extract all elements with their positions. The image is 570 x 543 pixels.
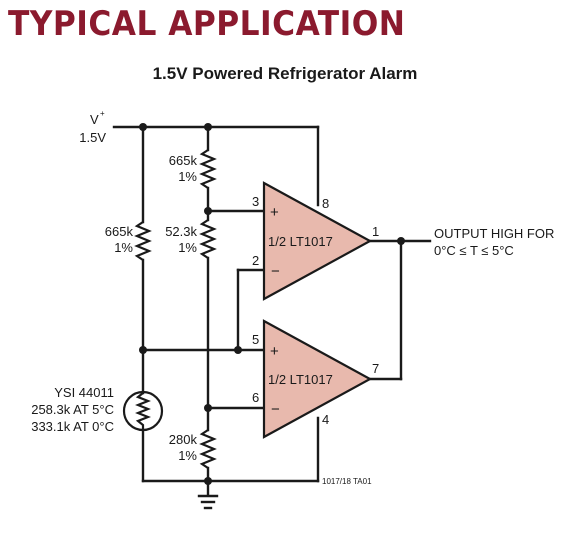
opamp-2-pin-6: 6 xyxy=(252,390,259,405)
opamp-2-pin-4: 4 xyxy=(322,412,329,427)
opamp-2-pin-7: 7 xyxy=(372,361,379,376)
junction-dots xyxy=(139,123,405,485)
opamp-2-label: 1/2 LT1017 xyxy=(268,372,333,387)
section-header: TYPICAL APPLICATION xyxy=(8,4,406,44)
left-branch-wire xyxy=(134,125,152,483)
opamp-1-plus-sign: + xyxy=(270,204,279,221)
output-wires xyxy=(368,239,432,381)
opamp-1-label: 1/2 LT1017 xyxy=(268,234,333,249)
circuit-title: 1.5V Powered Refrigerator Alarm xyxy=(152,64,418,83)
r-top-value: 665k xyxy=(169,153,198,168)
supply-superscript: + xyxy=(100,109,105,118)
resistor-665k-left xyxy=(134,221,152,261)
thermistor-symbol xyxy=(122,390,164,432)
r-bottom-tolerance: 1% xyxy=(178,448,197,463)
resistor-665k-top xyxy=(199,149,217,189)
figure-code: 1017/18 TA01 xyxy=(322,477,372,486)
opamp-1 xyxy=(262,181,373,301)
input-wires xyxy=(141,209,266,410)
ground-wire xyxy=(141,416,320,483)
r-left-value: 665k xyxy=(105,224,134,239)
middle-branch-wire xyxy=(199,125,217,497)
opamp-2-plus-sign: + xyxy=(270,343,279,360)
opamp-1-pin-1: 1 xyxy=(372,224,379,239)
output-label-line1: OUTPUT HIGH FOR xyxy=(434,226,554,241)
resistor-52k-mid xyxy=(199,219,217,259)
opamp-2-minus-sign: − xyxy=(271,401,280,418)
opamp-1-pin-8: 8 xyxy=(322,196,329,211)
output-label-line2: 0°C ≤ T ≤ 5°C xyxy=(434,243,514,258)
opamp-1-pin-2: 2 xyxy=(252,253,259,268)
r-mid-value: 52.3k xyxy=(165,224,197,239)
r-mid-tolerance: 1% xyxy=(178,240,197,255)
r-left-tolerance: 1% xyxy=(114,240,133,255)
r-bottom-value: 280k xyxy=(169,432,198,447)
opamp-2 xyxy=(262,319,373,439)
supply-symbol: V xyxy=(90,112,99,127)
opamp-2-pin-5: 5 xyxy=(252,332,259,347)
thermistor-spec-5c: 258.3k AT 5°C xyxy=(31,402,114,417)
r-top-tolerance: 1% xyxy=(178,169,197,184)
thermistor-spec-0c: 333.1k AT 0°C xyxy=(31,419,114,434)
thermistor-part: YSI 44011 xyxy=(54,385,114,400)
opamp-1-minus-sign: − xyxy=(271,263,280,280)
opamp-1-pin-3: 3 xyxy=(252,194,259,209)
ground-icon xyxy=(197,494,219,510)
resistor-280k-bottom xyxy=(199,429,217,469)
supply-rail xyxy=(112,125,320,207)
supply-voltage: 1.5V xyxy=(79,130,106,145)
